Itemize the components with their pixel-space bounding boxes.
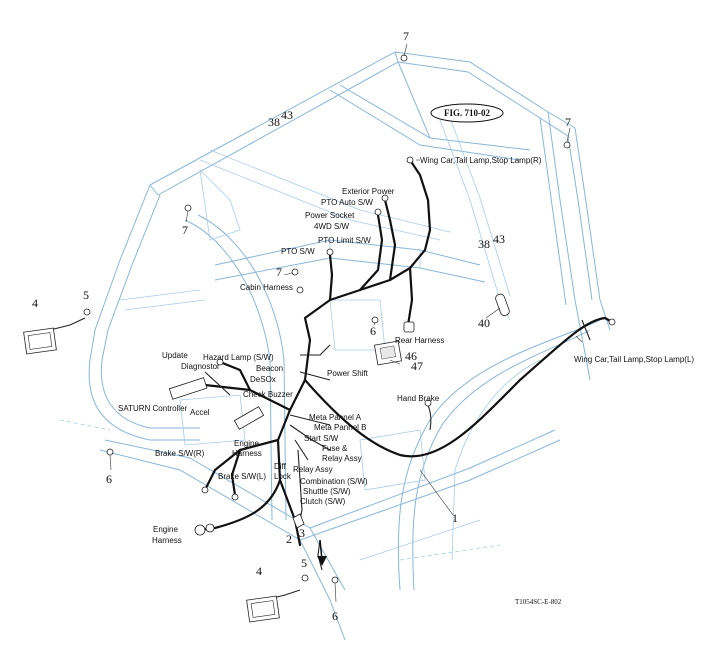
saturn-controller-box bbox=[168, 377, 208, 400]
callout-43-left: 43 bbox=[281, 108, 293, 122]
figure-code: T1054SC-E-802 bbox=[515, 598, 562, 606]
callout-4-bottom: 4 bbox=[256, 564, 262, 578]
label-update: Update bbox=[162, 351, 188, 360]
label-hazard: Hazard Lamp (S/W) bbox=[203, 353, 274, 362]
work-lamp-left bbox=[23, 327, 57, 355]
label-meta-a: Meta Pannel A bbox=[309, 413, 362, 422]
callout-6-bottom: 6 bbox=[332, 609, 338, 623]
callout-7-left: 7 bbox=[182, 223, 188, 237]
label-engine-harness-2: Harness bbox=[232, 449, 262, 458]
label-cabin-harness: Cabin Harness bbox=[240, 283, 293, 292]
label-engine-harness-b1: Engine bbox=[153, 525, 178, 534]
callout-7-mid: 7 bbox=[276, 265, 282, 279]
label-relay-assy: Relay Assy bbox=[293, 465, 333, 474]
rear-harness-connector bbox=[403, 321, 415, 333]
labels: Wing Car,Tail Lamp,Stop Lamp(R) Wing Car… bbox=[118, 156, 694, 545]
label-4wd: 4WD S/W bbox=[314, 222, 350, 231]
label-power-socket: Power Socket bbox=[305, 211, 355, 220]
label-pto-limit: PTO Limit S/W bbox=[318, 236, 371, 245]
label-wing-l: Wing Car,Tail Lamp,Stop Lamp(L) bbox=[574, 355, 694, 364]
label-engine-harness-b2: Harness bbox=[152, 536, 182, 545]
meta-panel-box bbox=[233, 406, 265, 430]
callout-46: 46 bbox=[405, 349, 417, 363]
label-saturn: SATURN Controller bbox=[118, 404, 188, 413]
label-shuttle: Shuttle (S/W) bbox=[303, 487, 351, 496]
label-clutch: Clutch (S/W) bbox=[300, 497, 346, 506]
callouts: 1 2 3 4 4 5 5 6 6 6 7 7 7 7 38 38 40 43 … bbox=[32, 29, 571, 623]
lamp-40 bbox=[495, 293, 510, 316]
label-wing-r: Wing Car,Tail Lamp,Stop Lamp(R) bbox=[420, 156, 542, 165]
label-diff-2: Lock bbox=[274, 472, 292, 481]
callout-7-right: 7 bbox=[565, 115, 571, 129]
callout-40: 40 bbox=[478, 316, 490, 330]
callout-6-mid: 6 bbox=[370, 324, 376, 338]
label-rear-harness: Rear Harness bbox=[395, 336, 444, 345]
label-start-sw: Start S/W bbox=[304, 434, 339, 443]
engine-harness-connector bbox=[194, 524, 206, 536]
label-fuse-1: Fuse & bbox=[322, 444, 348, 453]
figure-title: FIG. 710-02 bbox=[444, 108, 490, 118]
leader-lines bbox=[109, 43, 583, 603]
label-desox: DeSOx bbox=[250, 375, 276, 384]
label-accel: Accel bbox=[190, 408, 210, 417]
callout-38-left: 38 bbox=[268, 115, 280, 129]
label-power-shift: Power Shift bbox=[327, 369, 369, 378]
label-pto-sw: PTO S/W bbox=[281, 247, 315, 256]
label-meta-b: Meta Pannel B bbox=[314, 423, 366, 432]
callout-47: 47 bbox=[411, 359, 423, 373]
label-pto-auto: PTO Auto S/W bbox=[321, 198, 373, 207]
components bbox=[23, 54, 616, 623]
callout-6-left: 6 bbox=[106, 472, 112, 486]
callout-38-right: 38 bbox=[478, 237, 490, 251]
label-brake-r: Brake S/W(R) bbox=[155, 449, 205, 458]
callout-2: 2 bbox=[286, 532, 292, 546]
callout-3: 3 bbox=[299, 526, 305, 540]
work-lamp-bottom bbox=[246, 595, 280, 623]
main-harness bbox=[198, 158, 614, 547]
callout-5-bottom: 5 bbox=[301, 556, 307, 570]
callout-1: 1 bbox=[452, 511, 458, 525]
callout-4-left: 4 bbox=[32, 296, 38, 310]
label-beacon: Beacon bbox=[256, 364, 283, 373]
label-check-buzzer: Check Buzzer bbox=[243, 390, 293, 399]
label-exterior-power: Exterior Power bbox=[342, 187, 395, 196]
cab-frame bbox=[59, 51, 611, 641]
label-fuse-2: Relay Assy bbox=[322, 454, 362, 463]
label-hand-brake: Hand Brake bbox=[397, 394, 440, 403]
label-engine-harness-1: Engine bbox=[234, 439, 259, 448]
callout-43-right: 43 bbox=[493, 232, 505, 246]
label-diff-1: Diff bbox=[274, 462, 287, 471]
label-diagnostor: Diagnostor bbox=[181, 362, 220, 371]
label-combination: Combination (S/W) bbox=[300, 477, 368, 486]
label-brake-l: Brake S/W(L) bbox=[218, 472, 266, 481]
callout-7-top: 7 bbox=[403, 29, 409, 43]
callout-5-left: 5 bbox=[83, 288, 89, 302]
